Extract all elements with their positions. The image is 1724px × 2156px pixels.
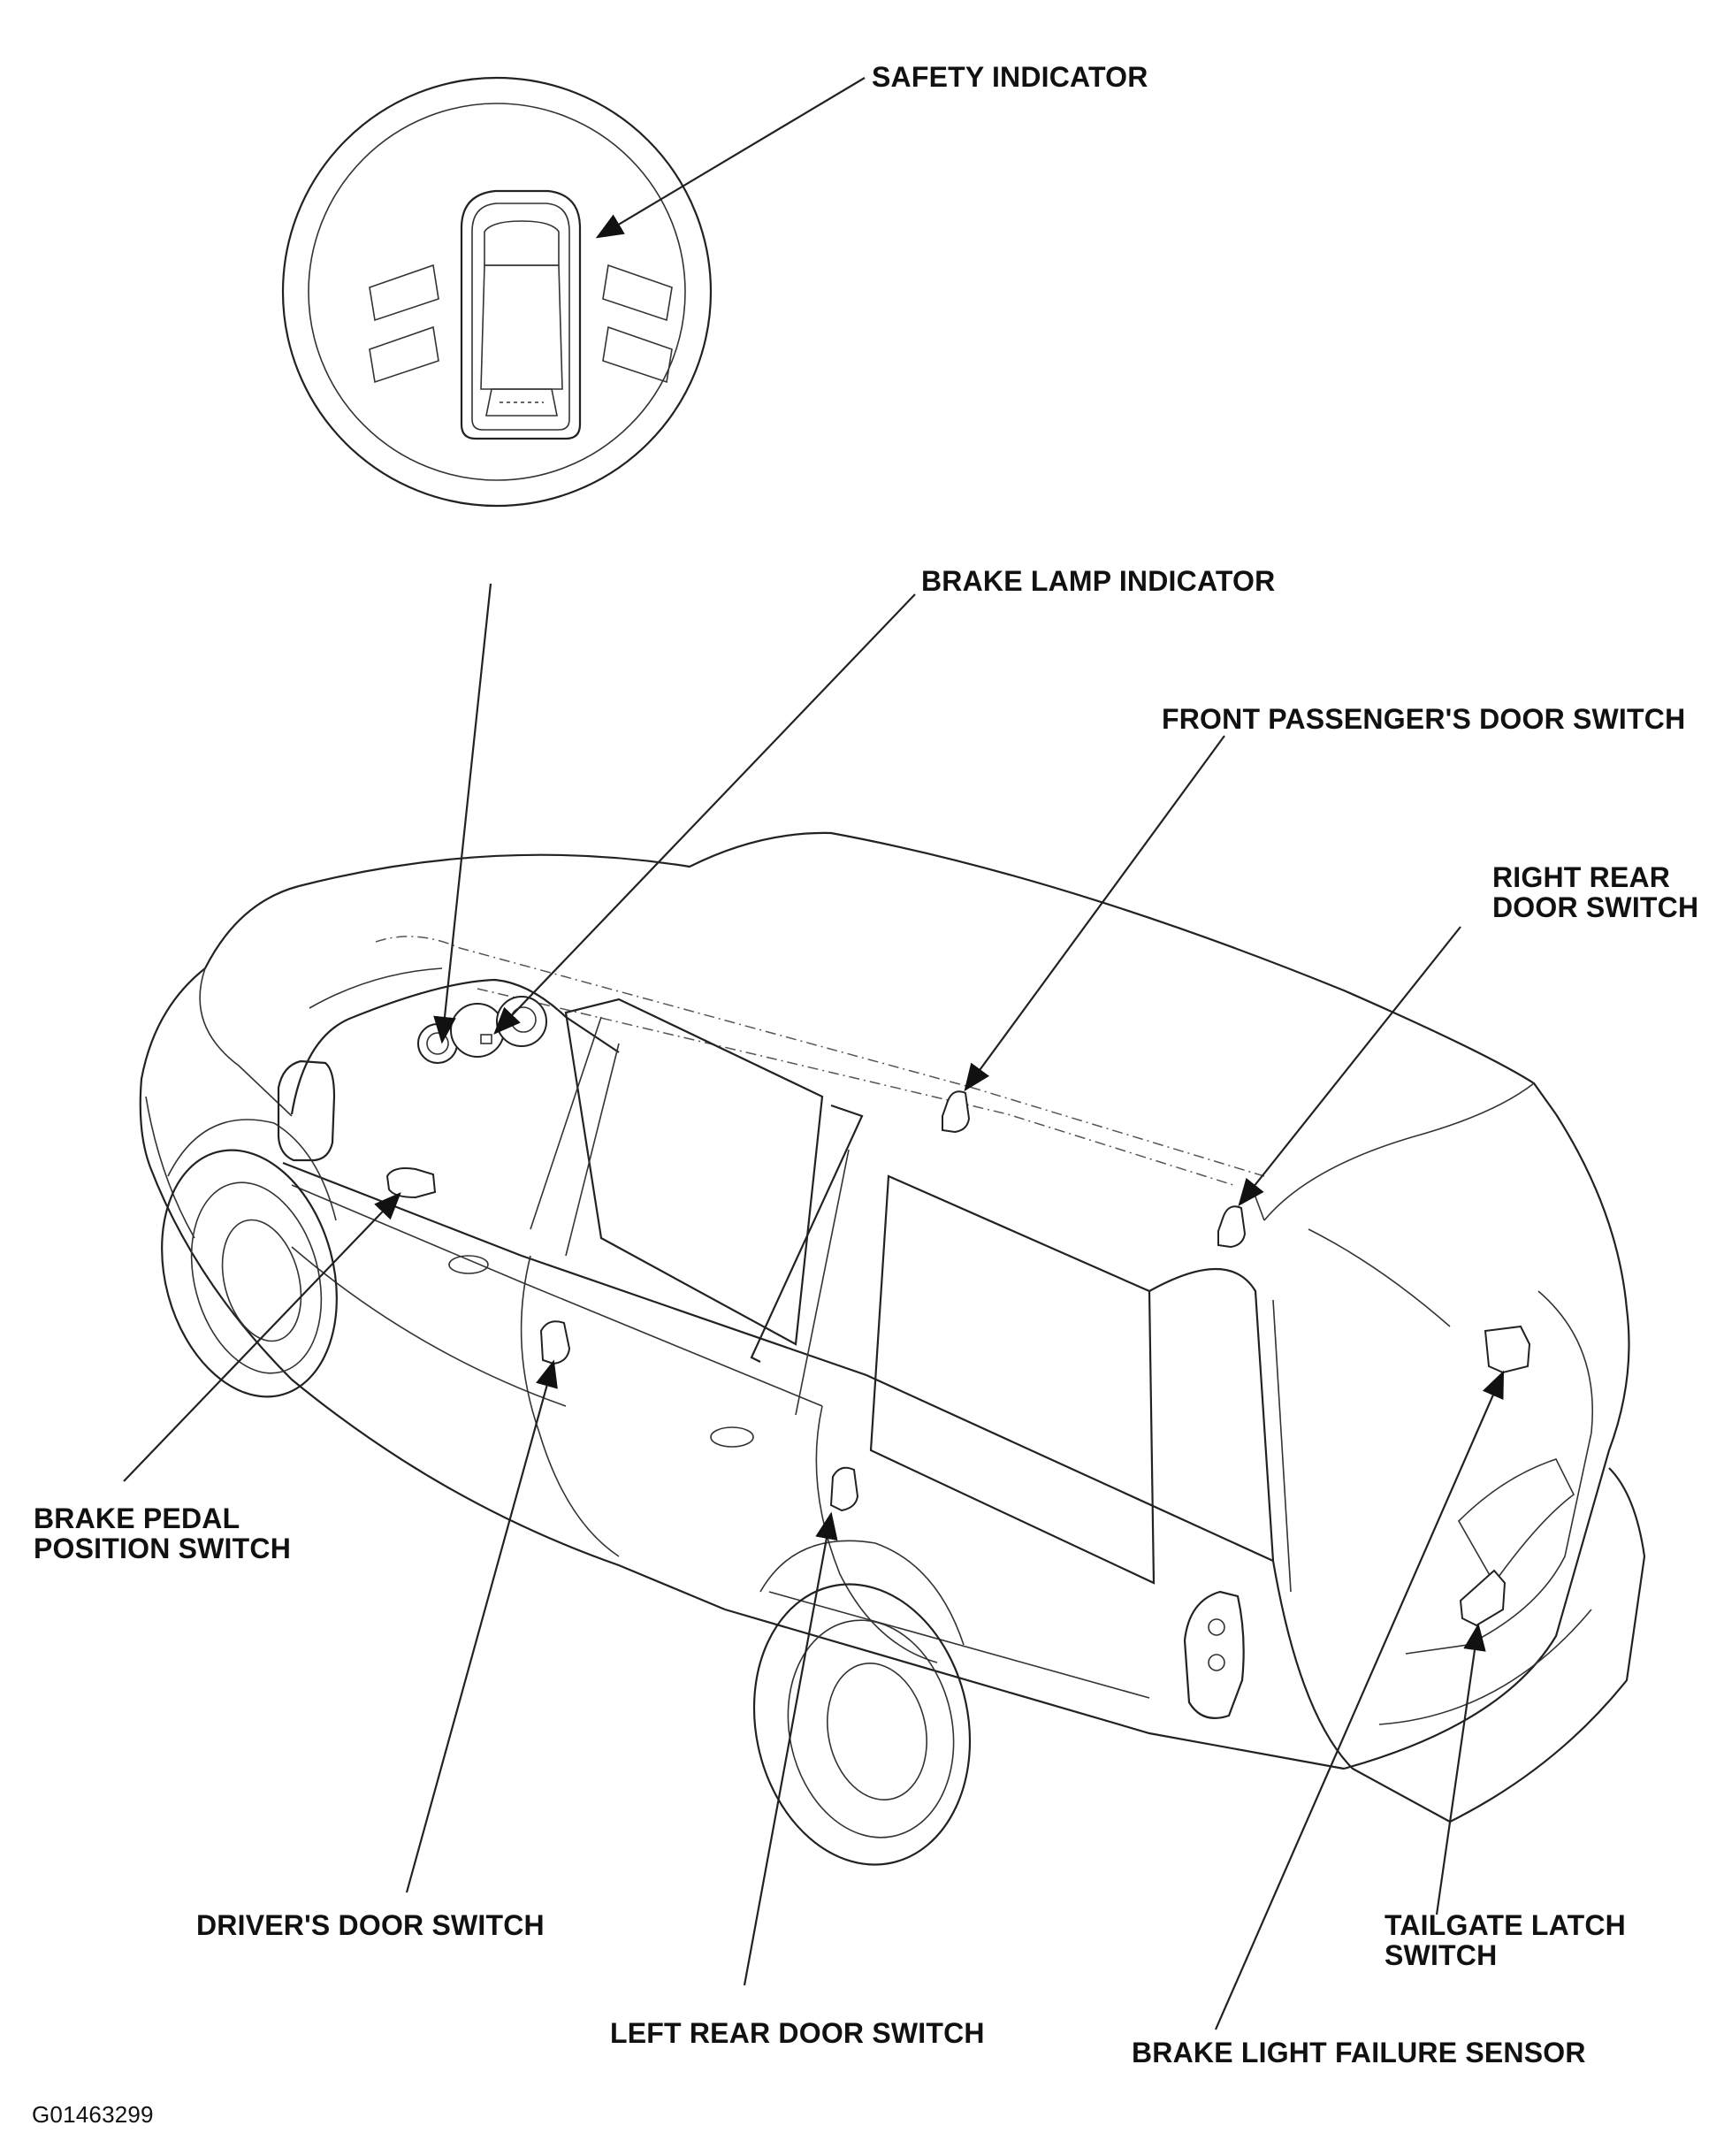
drivers-door-switch-part [539,1320,571,1365]
label-drivers-door-switch: DRIVER'S DOOR SWITCH [196,1909,545,1941]
leader-safety-indicator [595,77,866,239]
brake-pedal-switch-part [385,1167,437,1199]
label-tailgate-latch-switch: TAILGATE LATCH SWITCH [1385,1910,1626,1970]
leader-brake-light-failure-sensor [1214,1370,1505,2030]
label-left-rear-door-switch: LEFT REAR DOOR SWITCH [610,2017,985,2049]
front-wheel [161,1119,338,1398]
label-tailgate-latch-switch-line2: SWITCH [1385,1939,1498,1971]
label-safety-indicator: SAFETY INDICATOR [872,61,1148,93]
vehicle-body [139,831,1646,1823]
label-front-passenger-door-switch: FRONT PASSENGER'S DOOR SWITCH [1162,703,1686,735]
right-rear-door-switch-part [1217,1205,1247,1249]
label-brake-pedal-position-switch-line1: BRAKE PEDAL [34,1502,240,1534]
label-right-rear-door-switch-line2: DOOR SWITCH [1492,891,1699,923]
leader-drivers-door-switch [405,1359,558,1893]
label-right-rear-door-switch: RIGHT REAR DOOR SWITCH [1492,862,1698,922]
brake-light-failure-sensor-part [1484,1325,1531,1374]
label-brake-pedal-position-switch: BRAKE PEDAL POSITION SWITCH [34,1503,291,1563]
leader-magnifier-to-cluster [433,583,492,1044]
left-rear-door-switch-part [829,1466,859,1512]
leader-brake-pedal-position-switch [123,1192,401,1482]
front-passenger-door-switch-part [942,1090,971,1134]
instrument-cluster [417,996,547,1064]
rear-wheel [752,1540,972,1866]
leader-left-rear-door-switch [743,1511,838,1986]
label-right-rear-door-switch-line1: RIGHT REAR [1492,861,1671,893]
leader-front-passenger-door-switch [964,735,1225,1092]
label-brake-light-failure-sensor: BRAKE LIGHT FAILURE SENSOR [1132,2037,1586,2068]
leader-right-rear-door-switch [1238,926,1461,1207]
figure-code: G01463299 [32,2101,154,2128]
label-brake-lamp-indicator: BRAKE LAMP INDICATOR [921,565,1276,597]
label-tailgate-latch-switch-line1: TAILGATE LATCH [1385,1909,1626,1941]
leader-brake-lamp-indicator [493,593,916,1035]
leader-lines [123,77,1505,2030]
label-brake-pedal-position-switch-line2: POSITION SWITCH [34,1533,291,1564]
tailgate-latch-switch-part [1459,1569,1507,1627]
safety-indicator-magnifier [281,76,713,508]
safety-indicator-car-icon [460,189,582,440]
door-indicator-bars [369,264,673,384]
leader-tailgate-latch-switch [1435,1623,1486,1915]
